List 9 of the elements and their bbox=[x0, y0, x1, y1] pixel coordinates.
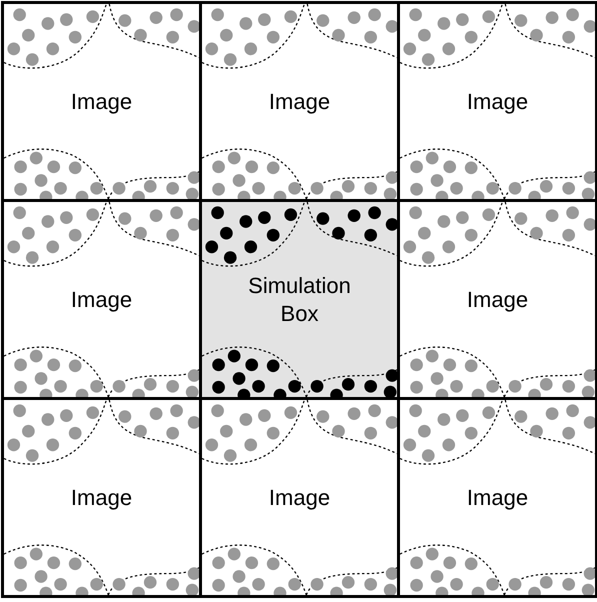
box-label: Image bbox=[268, 484, 330, 512]
box-label: Image bbox=[70, 286, 132, 314]
box-label: Image bbox=[268, 88, 330, 116]
box-label: Image bbox=[70, 484, 132, 512]
box-label: Image bbox=[466, 88, 528, 116]
box-label: Image bbox=[466, 286, 528, 314]
box-label: Image bbox=[466, 484, 528, 512]
box-label: Image bbox=[70, 88, 132, 116]
box-label: Simulation Box bbox=[247, 272, 352, 328]
